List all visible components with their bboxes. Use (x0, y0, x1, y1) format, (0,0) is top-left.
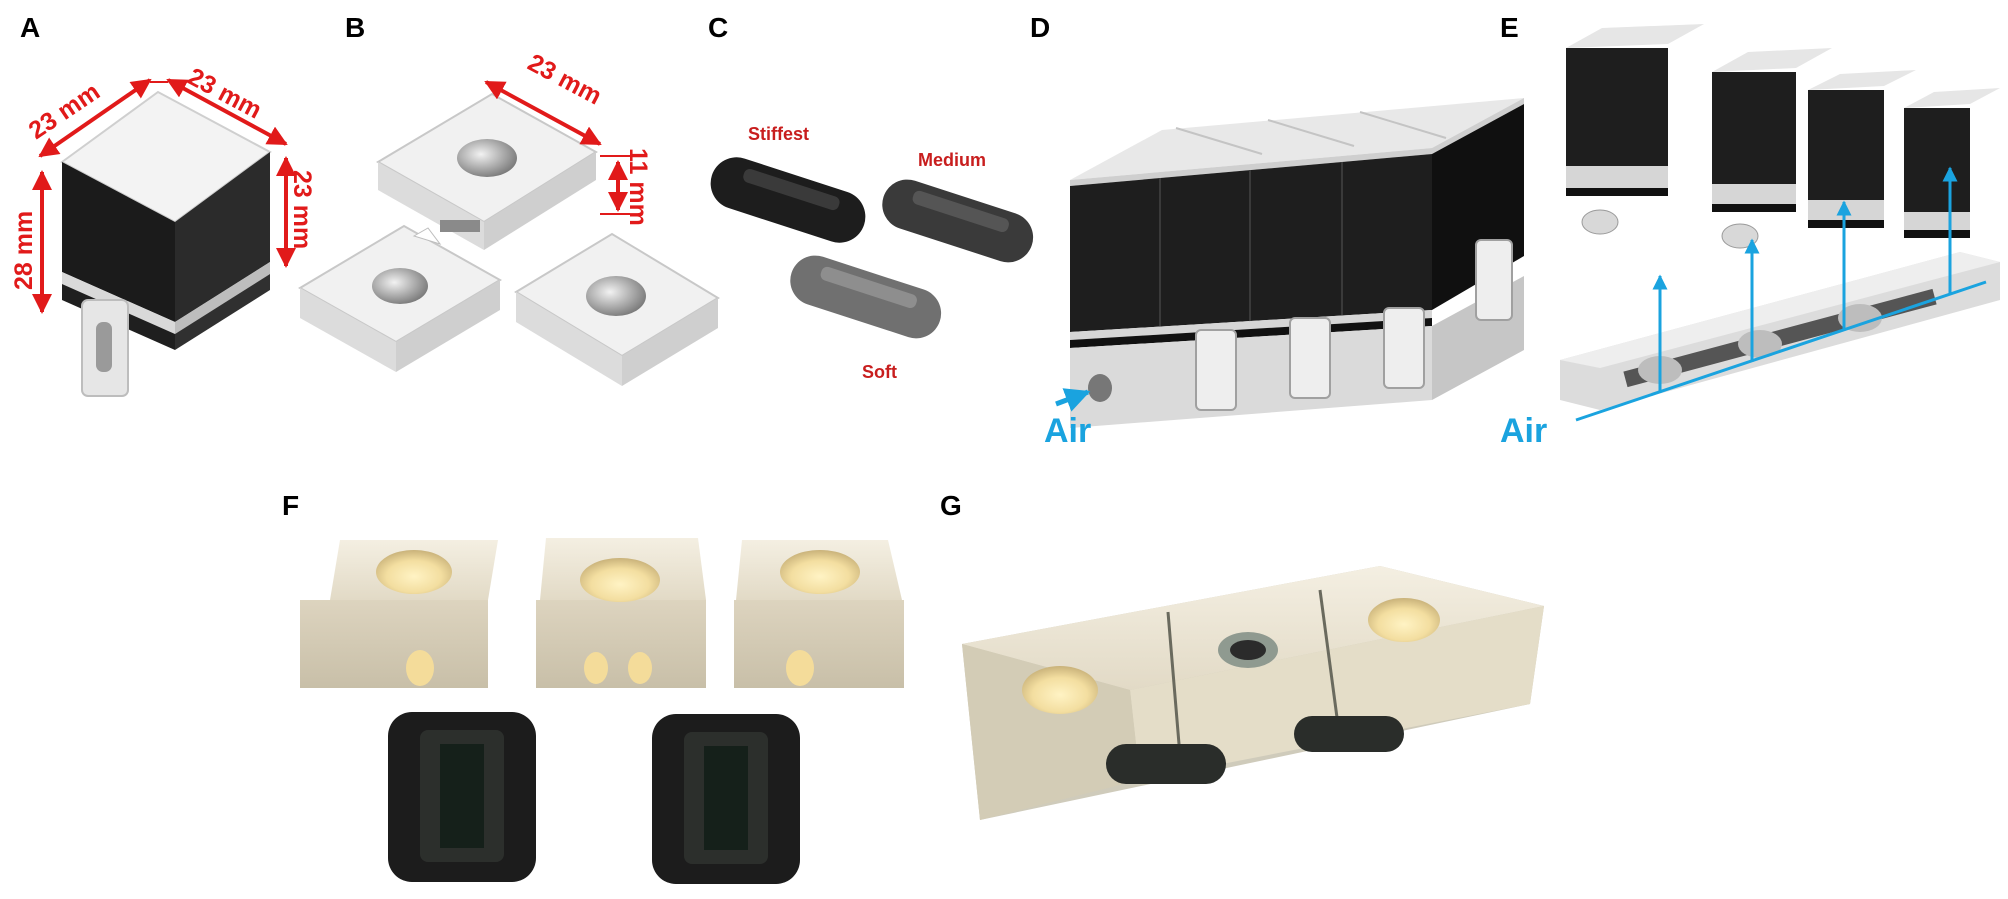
panel-c-medium-pad (882, 179, 1034, 263)
panel-b-right-block (514, 232, 720, 386)
panel-b-dimension-arrows (484, 80, 630, 215)
panel-a-cube-module (60, 90, 272, 397)
panel-label-d: D (1030, 12, 1051, 43)
label-medium: Medium (918, 150, 986, 170)
label-soft: Soft (862, 362, 897, 382)
panel-b-left-block (298, 224, 502, 372)
dim-a-side: 23 mm (288, 170, 316, 249)
dim-b-height: 11 mm (624, 148, 652, 226)
label-stiffest: Stiffest (748, 124, 809, 144)
panel-label-e: E (1500, 12, 1519, 43)
panel-d-actuator-array (1070, 98, 1524, 428)
air-label-d: Air (1044, 412, 1091, 450)
panel-label-a: A (20, 12, 41, 43)
panel-g-assembled-photo (962, 566, 1544, 820)
dim-a-height: 28 mm (10, 211, 38, 290)
panel-e-exploded-actuators (1560, 24, 2000, 410)
panel-label-b: B (345, 12, 366, 43)
air-label-e: Air (1500, 412, 1547, 450)
panel-label-f: F (282, 490, 300, 521)
panel-label-c: C (708, 12, 729, 43)
air-arrow-d (1055, 388, 1091, 412)
dim-b-width: 23 mm (523, 49, 606, 111)
panel-c-soft-pad (790, 255, 942, 339)
panel-c-stiffest-pad (710, 157, 866, 243)
panel-a-dimension-arrows (32, 78, 296, 314)
panel-f-printed-parts-photo (300, 538, 904, 884)
dim-a-top-left: 23 mm (24, 77, 105, 145)
panel-b-top-block (376, 92, 598, 250)
panel-label-g: G (940, 490, 962, 521)
panel-e-air-flow-arrows (1575, 166, 1987, 422)
